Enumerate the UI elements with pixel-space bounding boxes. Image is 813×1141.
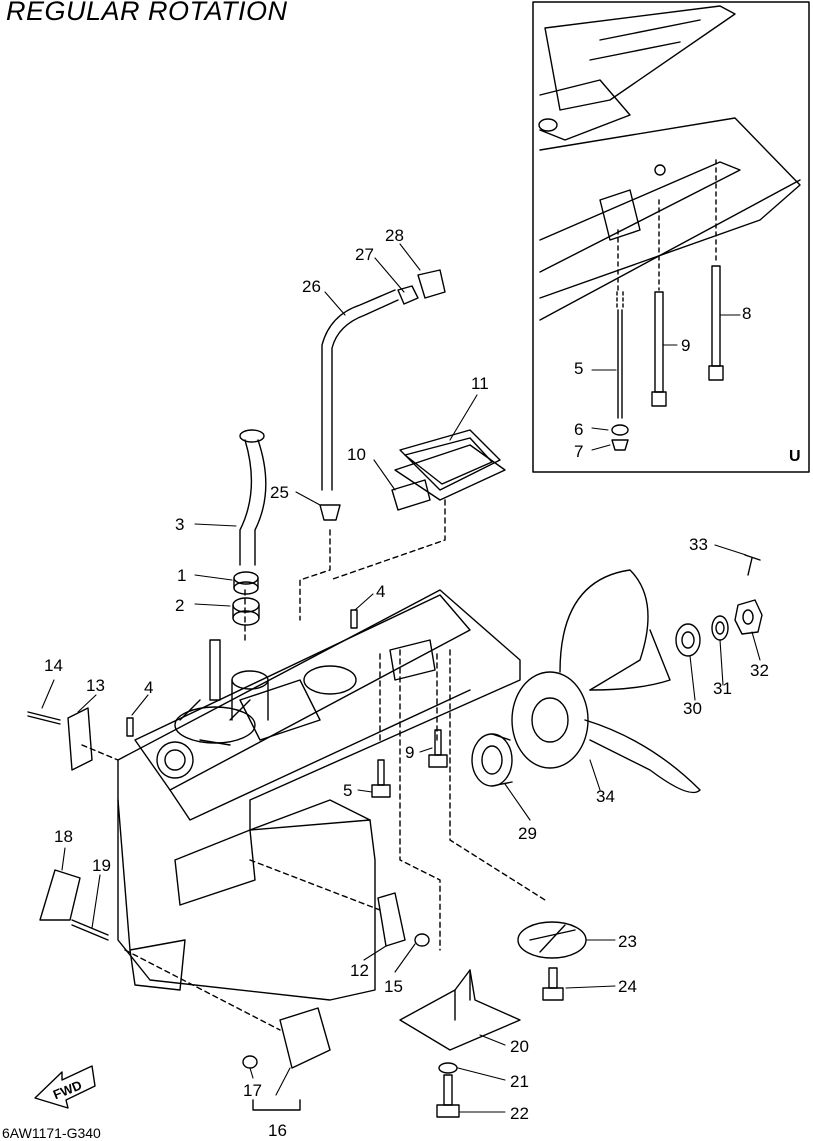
callout-12: 12	[350, 961, 369, 980]
washer-21	[438, 1062, 458, 1074]
inset-housing-sketch	[538, 5, 801, 321]
plate-18	[39, 869, 81, 921]
callout-5-inset: 5	[574, 359, 584, 378]
callout-28: 28	[385, 226, 404, 245]
callout-4-upper: 4	[376, 582, 386, 601]
callout-9-inset: 9	[681, 336, 691, 355]
plate-16	[279, 1007, 331, 1069]
clip-28	[417, 269, 446, 299]
callout-31: 31	[713, 679, 732, 698]
callout-30: 30	[683, 699, 702, 718]
fwd-arrow	[34, 1065, 96, 1109]
callout-7-inset: 7	[574, 442, 584, 461]
bolt-24	[542, 967, 564, 1001]
callout-25: 25	[270, 483, 289, 502]
bolt-14	[27, 711, 61, 725]
callout-24: 24	[618, 977, 637, 996]
callout-33: 33	[689, 535, 708, 554]
callout-9: 9	[405, 743, 415, 762]
gear-case-body	[117, 589, 521, 1001]
bolt-19	[71, 919, 109, 941]
water-tube	[239, 429, 267, 566]
callout-5: 5	[343, 781, 353, 800]
callout-26: 26	[302, 277, 321, 296]
washer-31	[711, 615, 729, 641]
inset-studs	[611, 159, 724, 451]
thrust-washer-29	[471, 733, 513, 787]
drawing-code: 6AW1171-G340	[2, 1125, 101, 1141]
callout-17: 17	[243, 1081, 262, 1100]
callout-27: 27	[355, 245, 374, 264]
cotter-pin-33	[744, 554, 761, 576]
callout-6-inset: 6	[574, 420, 584, 439]
callout-15: 15	[384, 977, 403, 996]
water-pump-assembly	[174, 639, 269, 746]
callout-14: 14	[44, 656, 63, 675]
seal-assembly	[391, 429, 506, 511]
propeller-34	[511, 569, 701, 794]
callout-2: 2	[175, 596, 185, 615]
speedometer-tube	[321, 289, 399, 491]
callout-23: 23	[618, 932, 637, 951]
callout-11: 11	[471, 374, 489, 393]
nut-32	[734, 599, 763, 635]
callout-21: 21	[510, 1072, 529, 1091]
callout-3: 3	[175, 515, 185, 534]
callout-13: 13	[86, 676, 105, 695]
callout-16: 16	[268, 1121, 287, 1140]
grommet-25	[319, 504, 341, 521]
callout-4-lower: 4	[144, 678, 154, 697]
leader-lines	[81, 499, 546, 1031]
plate-12	[377, 892, 406, 947]
callout-leaders	[41, 243, 761, 1113]
callout-10: 10	[347, 445, 366, 464]
callout-8-inset: 8	[742, 304, 752, 323]
diagram-title: REGULAR ROTATION	[6, 0, 288, 26]
trim-tab	[399, 969, 521, 1051]
joint-27	[397, 285, 419, 305]
grommets	[232, 571, 260, 626]
callout-1: 1	[177, 566, 187, 585]
callout-18: 18	[54, 827, 73, 846]
callout-19: 19	[92, 856, 111, 875]
bolts	[126, 609, 448, 798]
callout-22: 22	[510, 1104, 529, 1123]
bolt-22	[436, 1074, 460, 1118]
callout-34: 34	[596, 787, 615, 806]
nut-17	[242, 1055, 258, 1069]
plate-13	[67, 707, 93, 771]
callout-32: 32	[750, 661, 769, 680]
nut-15	[414, 933, 430, 947]
inset-marker: U	[789, 448, 801, 465]
callout-29: 29	[518, 824, 537, 843]
spacer-30	[675, 623, 701, 657]
callout-20: 20	[510, 1037, 529, 1056]
inset-frame	[532, 1, 810, 473]
